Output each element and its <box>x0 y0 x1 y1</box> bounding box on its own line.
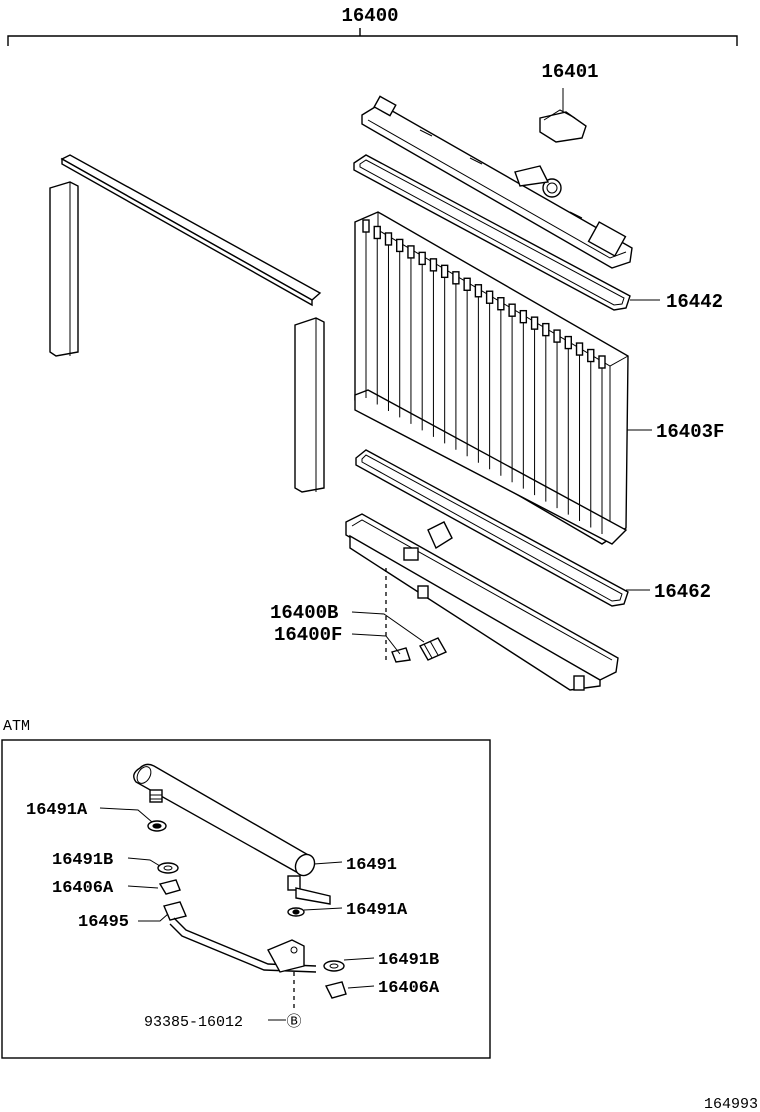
leader-nut-right <box>347 985 375 989</box>
assembly-bracket <box>7 28 738 46</box>
core-fin-cap <box>553 329 561 343</box>
upper-tank <box>361 95 633 269</box>
core-fins <box>362 219 606 534</box>
gasket-a-left <box>147 820 167 832</box>
drain-plug <box>391 647 411 663</box>
label-lower-gasket: 16462 <box>654 581 711 603</box>
core-fin-cap <box>463 277 471 291</box>
drain-cock <box>419 637 447 661</box>
pipe-fitting-right <box>287 875 331 905</box>
leader-drain-plug <box>351 633 401 655</box>
core-fin-cap <box>429 258 438 272</box>
seal-strip-left <box>49 181 79 357</box>
label-gasket-b-right: 16491B <box>378 951 439 970</box>
label-hose-pipe: 16495 <box>78 913 129 932</box>
label-gasket-a-left: 16491A <box>26 801 88 820</box>
seal-strip-right <box>294 317 325 493</box>
seal-strip-top <box>60 154 322 307</box>
core-fin-cap <box>519 309 528 324</box>
label-upper-gasket: 16442 <box>666 291 723 313</box>
core-fin-cap <box>530 316 539 330</box>
core-fin-cap <box>440 264 449 279</box>
gasket-a-right <box>287 907 305 917</box>
leader-hose-pipe <box>138 913 169 922</box>
core-fin-cap <box>373 225 381 240</box>
core-fin-cap <box>542 322 550 337</box>
core-fin-cap <box>474 284 483 298</box>
gasket-b-right <box>323 960 345 972</box>
label-core: 16403F <box>656 421 724 443</box>
core-fin-cap <box>575 342 584 356</box>
label-nut-left: 16406A <box>52 879 114 898</box>
leader-gasket-a-right <box>303 907 343 911</box>
label-drain-plug: 16400F <box>274 624 342 646</box>
atm-title: ATM <box>3 718 30 735</box>
nut-right <box>324 981 347 999</box>
leader-drain-cock <box>351 611 425 643</box>
lower-tank <box>345 513 619 691</box>
label-cooler-pipe: 16491 <box>346 856 397 875</box>
leader-gasket-b-right <box>343 957 375 961</box>
label-drain-cock: 16400B <box>270 602 338 624</box>
assembly-label: 16400 <box>341 5 398 27</box>
pipe-fitting-left <box>149 789 163 803</box>
leader-gasket-a-left <box>99 807 153 823</box>
label-nut-right: 16406A <box>378 979 440 998</box>
core-fin-cap <box>407 245 415 259</box>
core-fin-cap <box>564 335 572 350</box>
core-fin-cap <box>598 355 606 369</box>
cooler-pipe <box>133 763 316 877</box>
radiator-cap <box>539 88 587 143</box>
label-gasket-a-right: 16491A <box>346 901 408 920</box>
label-bolt: 93385-16012 <box>144 1014 243 1031</box>
core-fin-cap <box>587 348 595 363</box>
core-fin-cap <box>384 232 393 246</box>
leader-gasket-b-left <box>127 857 161 867</box>
nut-left <box>158 879 181 895</box>
radiator-core <box>354 211 629 545</box>
leader-nut-left <box>127 885 159 889</box>
core-fin-cap <box>485 290 494 304</box>
figure-number: 164993 <box>704 1096 758 1112</box>
core-fin-cap <box>508 303 516 317</box>
core-fin-cap <box>452 271 460 285</box>
label-cap: 16401 <box>541 61 598 83</box>
core-fin-cap <box>418 251 426 266</box>
leader-cooler-pipe <box>313 861 343 865</box>
core-fin-cap <box>497 297 505 311</box>
label-gasket-b-left: 16491B <box>52 851 113 870</box>
hose-pipe <box>163 901 317 973</box>
bolt-symbol: Ⓑ <box>286 1013 301 1031</box>
gasket-b-left <box>157 862 179 874</box>
core-fin-cap <box>362 219 370 233</box>
lower-gasket <box>355 449 629 607</box>
atm-box <box>1 739 491 1059</box>
core-fin-cap <box>396 238 404 253</box>
upper-gasket <box>353 154 631 311</box>
